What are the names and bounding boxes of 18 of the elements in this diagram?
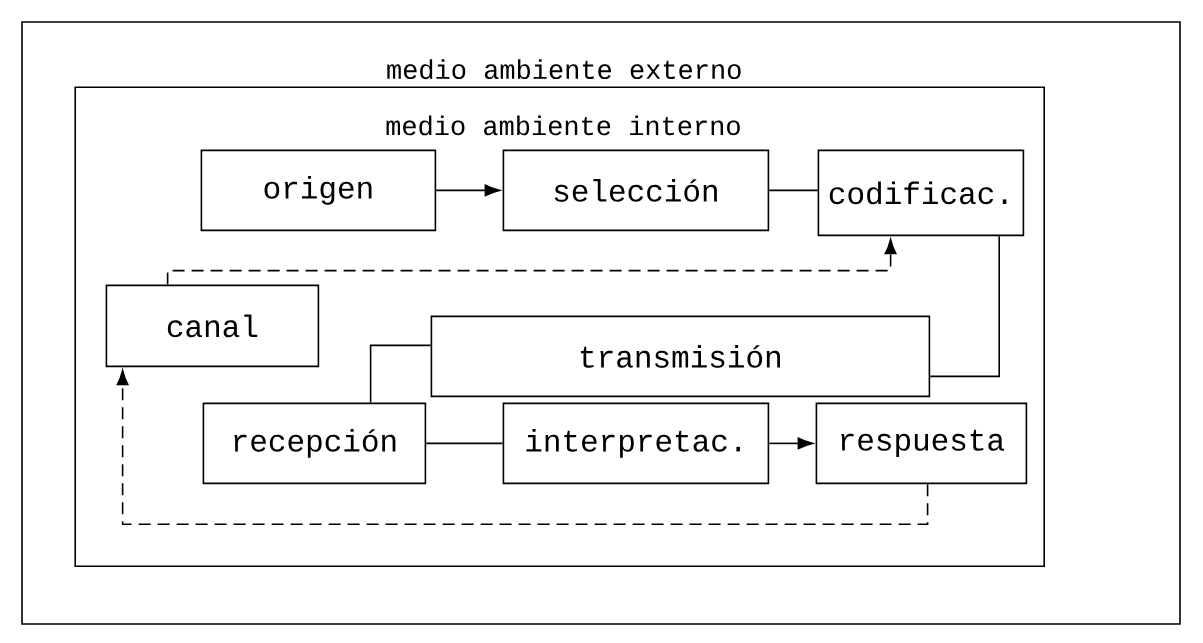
heading: medio ambiente interno	[386, 115, 740, 136]
process-box: respuesta	[815, 402, 1028, 485]
process-box: codificac.	[817, 149, 1025, 237]
dashed-arrow	[166, 238, 897, 286]
process-box: recepción	[202, 402, 427, 485]
arrow	[768, 437, 813, 450]
process-box: interpretac.	[502, 402, 770, 485]
process-box: selección	[502, 149, 770, 232]
connector-line	[369, 344, 432, 404]
dashed-arrow	[116, 369, 929, 525]
connector-line	[929, 235, 1000, 378]
heading: medio ambiente externo	[387, 59, 741, 80]
process-box: transmisión	[430, 315, 931, 398]
process-box: origen	[200, 149, 437, 232]
process-box: canal	[105, 284, 320, 368]
connector-line	[768, 189, 819, 192]
connector-line	[425, 442, 504, 445]
arrow	[435, 184, 500, 197]
